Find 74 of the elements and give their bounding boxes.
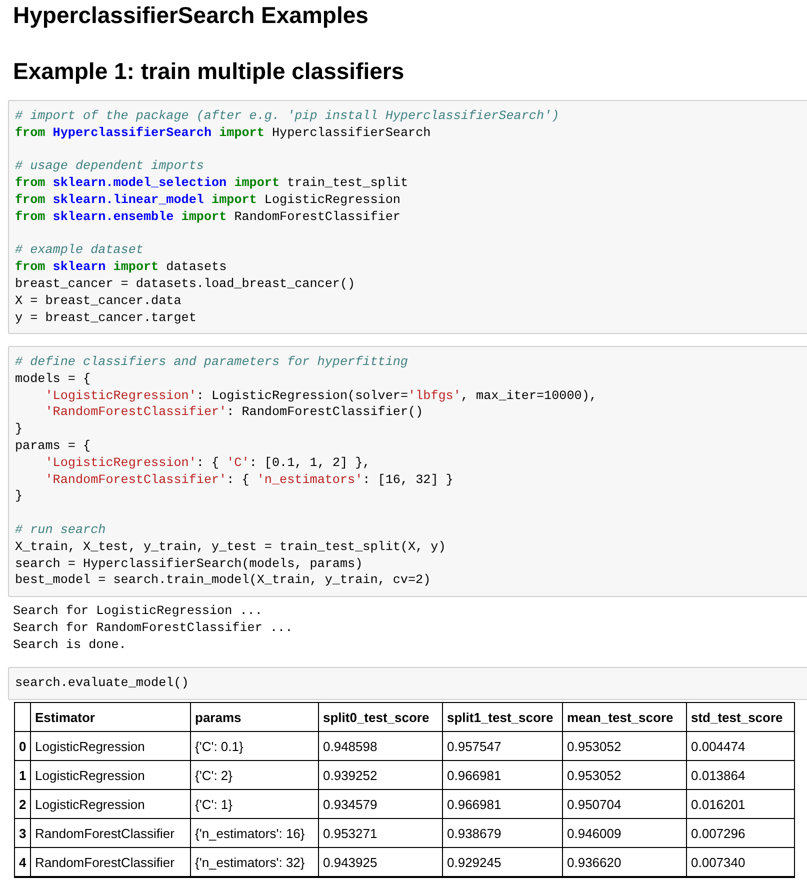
table-cell: 0.007340 <box>687 848 794 877</box>
row-index: 2 <box>15 790 31 819</box>
code-line: from sklearn.ensemble import RandomForestClassifier <box>15 208 402 226</box>
table-cell: RandomForestClassifier <box>31 848 191 877</box>
code-line: 'LogisticRegression': LogisticRegression(solver='lbfgs', max_iter=10000), <box>44 388 598 404</box>
code-line: y = breast_cancer.target <box>15 310 198 326</box>
table-cell: 0.953052 <box>563 761 687 790</box>
code-line: breast_cancer = datasets.load_breast_cancer() <box>15 276 356 293</box>
table-cell: 0.013864 <box>687 761 794 790</box>
table-cell: {'n_estimators': 16} <box>191 819 319 848</box>
code-line: from sklearn import datasets <box>15 259 228 276</box>
table-cell: LogisticRegression <box>31 790 191 819</box>
table-cell: LogisticRegression <box>31 761 191 790</box>
table-cell: {'C': 2} <box>191 761 319 790</box>
table-cell: 0.934579 <box>319 790 443 819</box>
code-line: # usage dependent imports <box>15 158 205 176</box>
table-cell: 0.953052 <box>563 732 687 761</box>
code-line: search = HyperclassifierSearch(models, params) <box>15 556 364 572</box>
output-line: Search for RandomForestClassifier ... <box>13 620 293 637</box>
table-cell: 0.007296 <box>687 819 794 848</box>
page-title: HyperclassifierSearch Examples <box>13 2 368 29</box>
code-line: best_model = search.train_model(X_train, y_train, cv=2) <box>15 572 432 590</box>
code-line: 'LogisticRegression': { 'C': [0.1, 1, 2] }, <box>44 454 372 472</box>
column-header: std_test_score <box>687 703 794 732</box>
code-line: models = { <box>15 370 92 388</box>
table-cell: 0.943925 <box>319 848 443 877</box>
table-cell: {'n_estimators': 32} <box>191 848 319 877</box>
table-cell: 0.966981 <box>443 790 563 819</box>
column-header: Estimator <box>31 703 191 732</box>
table-cell: 0.948598 <box>319 732 443 761</box>
code-line: X = breast_cancer.data <box>15 292 182 310</box>
code-line: # run search <box>15 522 107 539</box>
code-line: } <box>15 488 24 506</box>
column-header: params <box>191 703 319 732</box>
code-line: # define classifiers and parameters for hyperfitting <box>15 354 409 371</box>
row-index: 3 <box>15 819 31 848</box>
table-cell: RandomForestClassifier <box>31 819 191 848</box>
code-cell <box>8 667 807 700</box>
table-cell: 0.953271 <box>319 819 443 848</box>
code-line: from sklearn.linear_model import LogisticRegression <box>15 192 402 209</box>
code-line: search.evaluate_model() <box>15 675 190 692</box>
table-cell: LogisticRegression <box>31 732 191 761</box>
code-line: params = { <box>15 438 92 455</box>
code-cell <box>8 100 807 334</box>
table-cell: {'C': 1} <box>191 790 319 819</box>
row-index: 1 <box>15 761 31 790</box>
code-line: 'RandomForestClassifier': RandomForestClassifier() <box>44 404 424 422</box>
code-line: from HyperclassifierSearch import HyperclassifierSearch <box>15 124 432 142</box>
code-line: X_train, X_test, y_train, y_test = train_test_split(X, y) <box>15 538 447 556</box>
code-cell <box>8 346 807 598</box>
table-cell: 0.004474 <box>687 732 794 761</box>
row-index: 0 <box>15 732 31 761</box>
code-line: from sklearn.model_selection import train_test_split <box>15 175 410 192</box>
output-line: Search is done. <box>13 636 126 654</box>
section-heading: Example 1: train multiple classifiers <box>13 58 404 85</box>
table-cell: 0.929245 <box>443 848 563 877</box>
code-line: # example dataset <box>15 242 144 260</box>
table-cell: 0.939252 <box>319 761 443 790</box>
row-index: 4 <box>15 848 31 877</box>
code-line: 'RandomForestClassifier': { 'n_estimators': [16, 32] } <box>44 472 454 488</box>
column-header: split0_test_score <box>319 703 443 732</box>
column-header: split1_test_score <box>443 703 563 732</box>
table-cell: 0.016201 <box>687 790 794 819</box>
table-cell: 0.946009 <box>563 819 687 848</box>
table-cell: 0.966981 <box>443 761 563 790</box>
table-cell: 0.950704 <box>563 790 687 819</box>
table-cell: 0.936620 <box>563 848 687 877</box>
table-cell: 0.957547 <box>443 732 563 761</box>
table-cell: {'C': 0.1} <box>191 732 319 761</box>
code-line: # import of the package (after e.g. 'pip install HyperclassifierSearch') <box>15 108 560 125</box>
table-cell: 0.938679 <box>443 819 563 848</box>
output-line: Search for LogisticRegression ... <box>13 603 262 620</box>
column-header: mean_test_score <box>563 703 687 732</box>
code-line: } <box>15 421 24 438</box>
